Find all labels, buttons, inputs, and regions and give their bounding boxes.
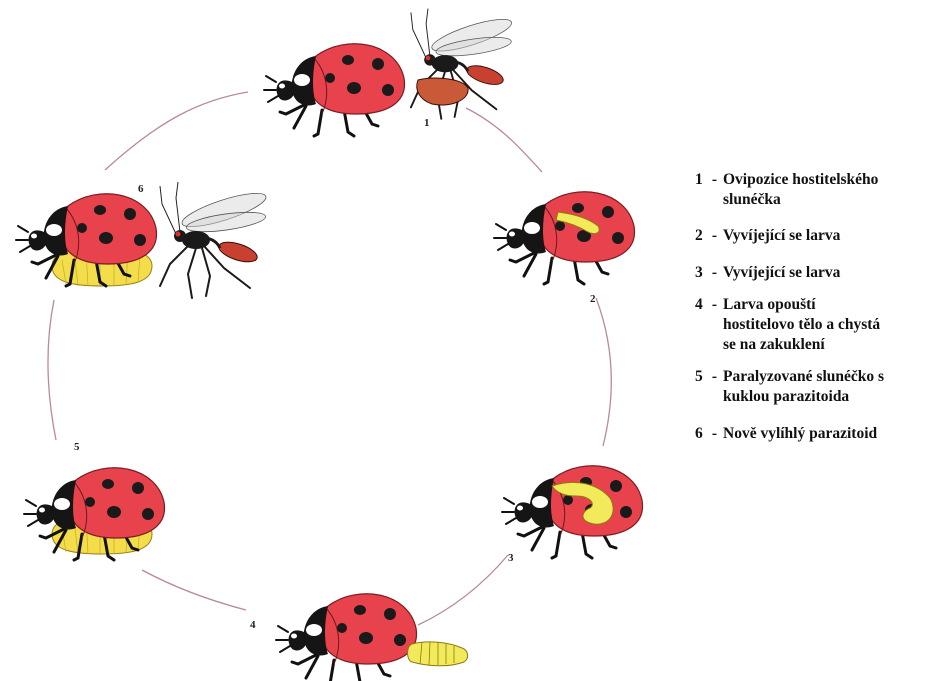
- cycle-arc-2-3: [596, 298, 611, 446]
- legend-number: 2: [695, 226, 706, 246]
- legend-item: 4 - Larva opouští hostitelovo tělo a chy…: [695, 295, 925, 355]
- wasp-icon: [160, 182, 269, 298]
- stage-5-illustration: [24, 468, 165, 560]
- legend-separator: -: [706, 367, 723, 407]
- legend-separator: -: [706, 263, 723, 283]
- legend-item: 5 - Paralyzované slunéčko s kuklou paraz…: [695, 367, 925, 407]
- stage-4-illustration: [276, 594, 468, 681]
- legend-number: 6: [695, 424, 706, 444]
- larva-icon: [408, 642, 468, 666]
- ladybird-icon: [276, 594, 417, 681]
- stage-number-2: 2: [590, 293, 596, 305]
- stage-number-5: 5: [74, 441, 80, 453]
- legend-separator: -: [706, 170, 723, 210]
- legend-item: 2 - Vyvíjející se larva: [695, 226, 925, 246]
- stage-number-3: 3: [508, 552, 514, 564]
- legend-item: 6 - Nově vylíhlý parazitoid: [695, 424, 925, 444]
- legend-text: Larva opouští hostitelovo tělo a chystá …: [723, 295, 925, 355]
- cycle-arc-6-1: [105, 92, 248, 170]
- ladybird-icon: [264, 44, 405, 136]
- ladybird-icon: [494, 192, 635, 284]
- legend-text: Vyvíjející se larva: [723, 226, 925, 246]
- wasp-icon: [411, 9, 514, 119]
- legend-separator: -: [706, 295, 723, 355]
- wasp-abdomen-ovipositing: [417, 78, 468, 105]
- legend-item: 3 - Vyvíjející se larva: [695, 263, 925, 283]
- stage-number-1: 1: [424, 117, 430, 129]
- legend-number: 4: [695, 295, 706, 355]
- stage-number-4: 4: [250, 619, 256, 631]
- cycle-arc-4-5: [142, 570, 246, 610]
- legend-number: 1: [695, 170, 706, 210]
- legend-separator: -: [706, 226, 723, 246]
- cycle-arc-3-4: [418, 555, 508, 625]
- legend-text: Vyvíjející se larva: [723, 263, 925, 283]
- stage-1-illustration: [264, 9, 514, 136]
- legend-number: 5: [695, 367, 706, 407]
- legend: 1 - Ovipozice hostitelského slunéčka 2 -…: [695, 170, 925, 461]
- stage-6-illustration: [16, 182, 269, 298]
- legend-text: Nově vylíhlý parazitoid: [723, 424, 925, 444]
- legend-text: Ovipozice hostitelského slunéčka: [723, 170, 925, 210]
- legend-number: 3: [695, 263, 706, 283]
- stage-2-illustration: [494, 192, 635, 284]
- cycle-arc-5-6: [48, 300, 56, 440]
- stage-number-6: 6: [138, 183, 144, 195]
- ladybird-icon: [502, 466, 643, 558]
- legend-separator: -: [706, 424, 723, 444]
- legend-item: 1 - Ovipozice hostitelského slunéčka: [695, 170, 925, 210]
- stage-3-illustration: [502, 466, 643, 558]
- legend-text: Paralyzované slunéčko s kuklou parazitoi…: [723, 367, 925, 407]
- cycle-arc-1-2: [466, 108, 542, 172]
